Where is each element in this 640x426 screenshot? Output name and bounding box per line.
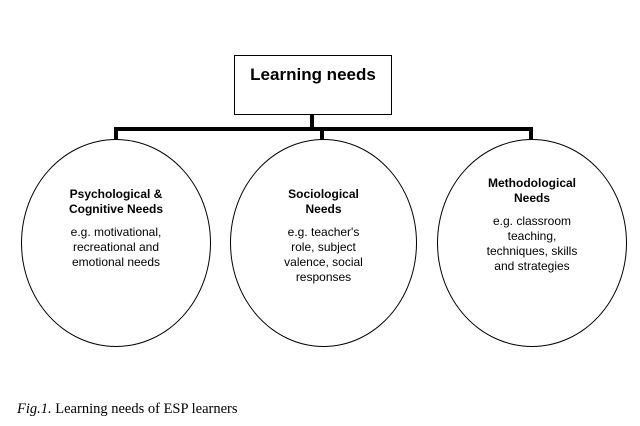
node-title-line: Needs <box>305 202 342 216</box>
figure-caption: Fig.1. Learning needs of ESP learners <box>17 401 238 418</box>
node-desc-line: role, subject <box>291 240 356 254</box>
node-desc-line: valence, social <box>284 255 363 269</box>
node-desc-line: teaching, <box>507 229 557 243</box>
figure-caption-text: Learning needs of ESP learners <box>51 401 238 417</box>
node-desc-line: e.g. teacher's <box>287 225 360 239</box>
node-description: e.g. motivational, recreational and emot… <box>22 225 210 270</box>
node-desc-line: techniques, skills <box>486 244 578 258</box>
node-description: e.g. classroom teaching, techniques, ski… <box>438 214 626 274</box>
node-desc-line: emotional needs <box>71 255 161 269</box>
node-title: Sociological Needs <box>231 187 416 217</box>
node-desc-line: and strategies <box>494 259 570 273</box>
node-title-line: Psychological & <box>69 187 163 201</box>
node-desc-line: e.g. classroom <box>492 214 572 228</box>
node-title: Psychological & Cognitive Needs <box>22 187 210 217</box>
node-title: Methodological Needs <box>438 176 626 206</box>
node-title-line: Cognitive Needs <box>68 202 164 216</box>
node-title-line: Methodological <box>488 176 576 190</box>
node-title-line: Needs <box>513 191 551 205</box>
node-psychological-cognitive: Psychological & Cognitive Needs e.g. mot… <box>21 139 211 347</box>
root-node-box: Learning needs <box>234 55 392 115</box>
node-desc-line: e.g. motivational, <box>70 225 162 239</box>
node-methodological: Methodological Needs e.g. classroom teac… <box>437 139 627 347</box>
node-sociological: Sociological Needs e.g. teacher's role, … <box>230 139 417 347</box>
root-node-label: Learning needs <box>250 65 376 84</box>
node-title-line: Sociological <box>288 187 359 201</box>
figure-label: Fig.1. <box>17 401 52 417</box>
node-desc-line: responses <box>295 270 352 284</box>
node-description: e.g. teacher's role, subject valence, so… <box>231 225 416 285</box>
node-desc-line: recreational and <box>72 240 160 254</box>
